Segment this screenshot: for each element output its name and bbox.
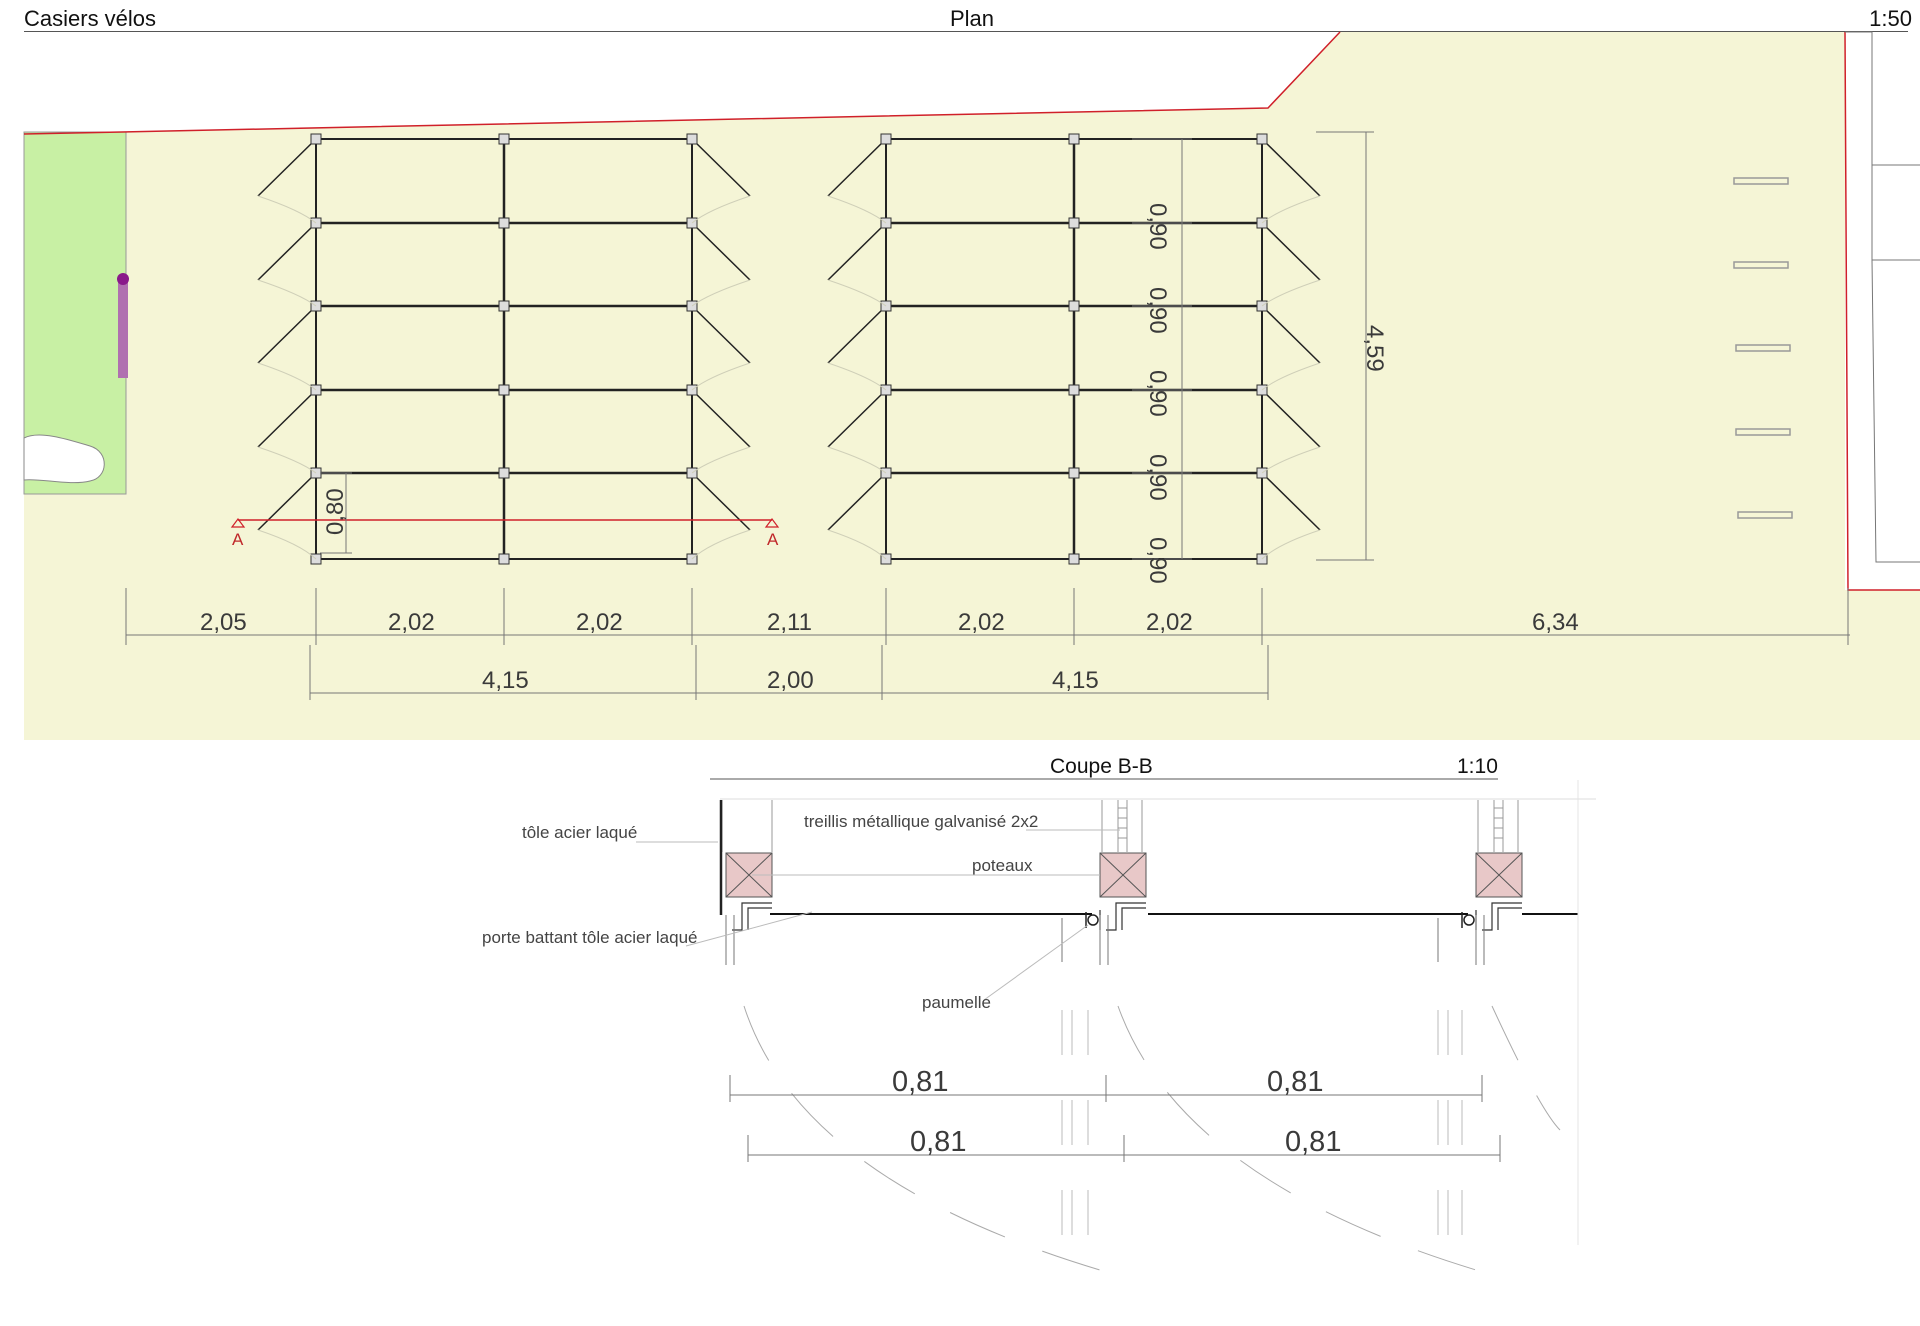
section-vertical-guides [1061,1010,1463,1235]
dim-small: 0,80 [322,488,349,535]
building-outline-2 [1871,165,1920,261]
section-dim-row1-2: 0,81 [1267,1066,1323,1098]
label-poteaux: poteaux [972,856,1033,875]
bike-rack [1737,511,1793,519]
section-marker-left: A [232,530,244,549]
dim-row1-4: 2,11 [767,609,812,636]
hinges [1085,912,1475,928]
boundary-line [23,31,1341,135]
dim-vertical-total: 4,59 [1361,325,1388,372]
section-dim-row2 [747,1135,1501,1162]
section-marker-right: A [767,530,779,549]
label-paumelle: paumelle [922,993,991,1012]
header-rule [24,31,1908,32]
light-pole [118,278,128,378]
light-pole-head [117,273,129,285]
section-dim-row2-1: 0,81 [910,1126,966,1158]
section-dim-row2-2: 0,81 [1285,1126,1341,1158]
dim-small-line [320,472,352,554]
dim-row2-1: 4,15 [482,667,529,694]
mesh-ladder [1117,800,1504,852]
grass-area [23,131,127,495]
dim-row2-3: 4,15 [1052,667,1099,694]
bike-rack [1735,344,1791,352]
hinge-icon [1463,914,1475,926]
label-porte: porte battant tôle acier laqué [482,928,697,947]
bike-rack [1735,428,1791,436]
section-dim-row1-1: 0,81 [892,1066,948,1098]
drawing-title: Casiers vélos [24,6,157,31]
dim-vertical-4: 0,90 [1144,454,1171,501]
bike-rack [1733,177,1789,185]
dim-vertical-5: 0,90 [1144,537,1171,584]
view-title: Plan [950,6,995,31]
dim-vertical-3: 0,90 [1144,370,1171,417]
section-swing-arcs [743,1005,1561,1271]
dim-vertical-lines [1132,131,1374,561]
label-tole: tôle acier laqué [522,823,637,842]
bike-racks [1733,177,1793,519]
section-scale: 1:10 [1457,755,1498,778]
planter-shape [23,434,105,484]
dim-row1-2: 2,02 [388,609,435,636]
callout-lines [636,829,1120,1001]
section-dim-row1 [729,1075,1483,1102]
dim-row1-1: 2,05 [200,609,247,636]
door-swing-arcs [257,195,1321,560]
bike-rack [1733,261,1789,269]
building-outline [1845,31,1920,166]
dim-vertical-2: 0,90 [1144,287,1171,334]
dim-row1-7: 6,34 [1532,609,1579,636]
hinge-icon [1087,914,1099,926]
dim-row1-6: 2,02 [1146,609,1193,636]
section-line-a [230,518,780,528]
ground-area [24,32,1920,740]
boundary-line-right [1844,31,1920,591]
section-title: Coupe B-B [1050,755,1153,778]
plan-view: A A 0,80 0,90 0,90 0,90 0,90 0,90 4,59 [23,31,1920,740]
dim-row-1-line [125,588,1850,645]
dim-row1-5: 2,02 [958,609,1005,636]
drawing-scale: 1:50 [1869,6,1912,31]
lower-post-lines [725,915,1485,965]
building-outline-3 [1871,259,1920,563]
dim-row1-3: 2,02 [576,609,623,636]
dim-vertical-1: 0,90 [1144,203,1171,250]
section-view: Coupe B-B 1:10 [482,755,1596,1271]
dim-row-2-line [309,645,1269,700]
angle-brackets [732,902,1522,931]
dim-row2-2: 2,00 [767,667,814,694]
label-treillis: treillis métallique galvanisé 2x2 [804,812,1038,831]
